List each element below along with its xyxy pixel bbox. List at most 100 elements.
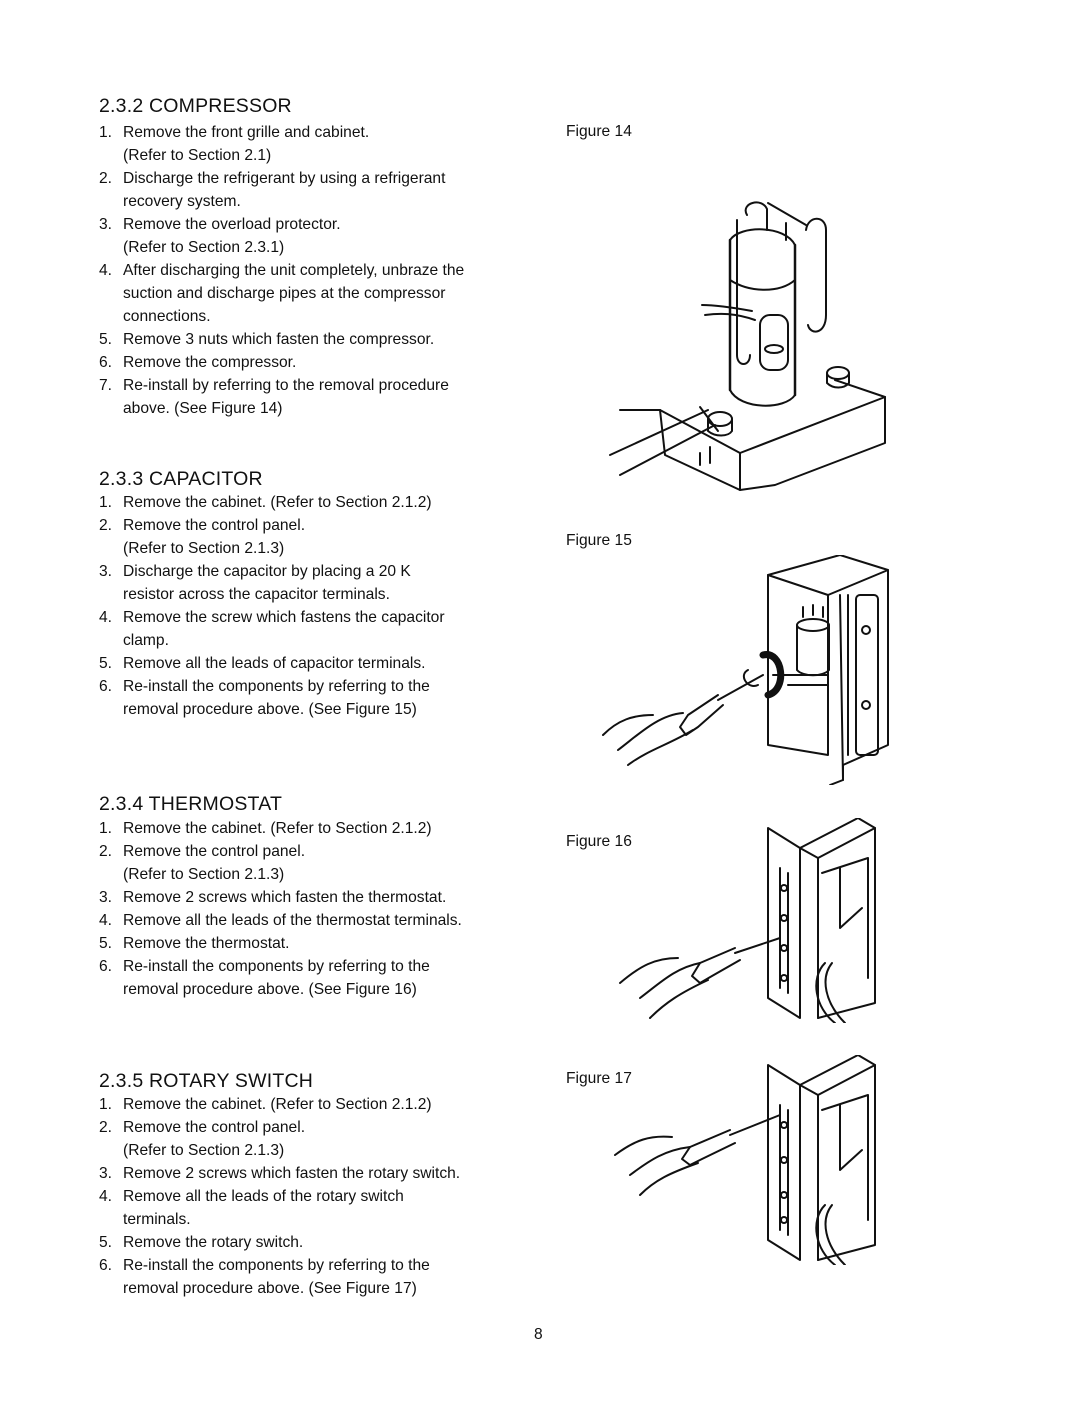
step-number: 7.: [99, 377, 113, 394]
step-text: connections.: [123, 308, 211, 325]
step-item: 3.Remove 2 screws which fasten the rotar…: [99, 1162, 529, 1185]
step-item: 5. Remove 3 nuts which fasten the compres…: [99, 328, 529, 351]
step-item: 5. Remove the thermostat.: [99, 932, 529, 955]
step-item: 6.Re-install the components by referring…: [99, 955, 529, 1001]
step-text: Remove all the leads of the rotary switc…: [123, 1188, 404, 1205]
step-text: Remove the compressor.: [123, 354, 297, 371]
step-text: After discharging the unit completely, u…: [123, 262, 465, 279]
step-text: Remove the front grille and cabinet.: [123, 124, 370, 141]
step-text: above. (See Figure 14): [123, 400, 283, 417]
capacitor-steps: 1. Remove the cabinet. (Refer to Section …: [99, 491, 529, 721]
step-item: 3. Remove the overload protector. (Refer t…: [99, 213, 529, 259]
step-text: Discharge the refrigerant by using a ref…: [123, 170, 446, 187]
step-item: 7. Re-install by referring to the removal…: [99, 374, 529, 420]
step-text: Re-install the components by referring t…: [123, 958, 430, 975]
section-title-compressor: 2.3.2 COMPRESSOR: [99, 95, 292, 117]
step-text: (Refer to Section 2.1.3): [123, 1142, 285, 1159]
step-item: 2. Remove the control panel. (Refer to Sec…: [99, 1116, 529, 1162]
step-text: resistor across the capacitor terminals.: [123, 586, 390, 603]
step-item: 4. After discharging the unit completely,…: [99, 259, 529, 328]
section-title-capacitor: 2.3.3 CAPACITOR: [99, 468, 263, 490]
step-number: 5.: [99, 331, 113, 348]
step-text: recovery system.: [123, 193, 241, 210]
step-text: Remove the control panel.: [123, 517, 306, 534]
thermostat-steps: 1. Remove the cabinet. (Refer to Section …: [99, 817, 529, 1001]
step-item: 6. Remove the compressor.: [99, 351, 529, 374]
step-text: Remove the cabinet. (Refer to Section 2.…: [123, 494, 432, 511]
step-text: Discharge the capacitor by placing a 20 …: [123, 563, 411, 580]
step-text: Remove all the leads of capacitor termin…: [123, 655, 426, 672]
step-item: 1. Remove the cabinet. (Refer to Section …: [99, 491, 529, 514]
step-number: 3.: [99, 1165, 113, 1182]
step-text: Re-install by referring to the removal p…: [123, 377, 449, 394]
figure-17-label: Figure 17: [566, 1070, 632, 1087]
step-number: 2.: [99, 170, 113, 187]
step-text: (Refer to Section 2.3.1): [123, 239, 285, 256]
step-item: 1. Remove the cabinet. (Refer to Section …: [99, 1093, 529, 1116]
step-text: removal procedure above. (See Figure 17): [123, 1280, 417, 1297]
step-number: 4.: [99, 262, 113, 279]
compressor-illustration: [609, 201, 886, 491]
step-item: 6.Re-install the components by referring…: [99, 675, 529, 721]
rotary-switch-illustration: [614, 1055, 876, 1265]
step-number: 2.: [99, 1119, 113, 1136]
figure-14-label: Figure 14: [566, 123, 632, 140]
step-item: 2. Remove the control panel. (Refer to Sec…: [99, 514, 529, 560]
step-item: 4.Remove all the leads of the thermostat…: [99, 909, 529, 932]
step-number: 1.: [99, 124, 113, 141]
step-text: (Refer to Section 2.1): [123, 147, 272, 164]
step-item: 1. Remove the cabinet. (Refer to Section …: [99, 817, 529, 840]
step-text: (Refer to Section 2.1.3): [123, 866, 285, 883]
step-text: Remove the overload protector.: [123, 216, 341, 233]
step-text: Remove 3 nuts which fasten the compresso…: [123, 331, 435, 348]
rotary-switch-steps: 1. Remove the cabinet. (Refer to Section …: [99, 1093, 529, 1300]
step-text: Re-install the components by referring t…: [123, 678, 430, 695]
step-item: 3. Discharge the capacitor by placing a 2…: [99, 560, 529, 606]
step-number: 5.: [99, 935, 113, 952]
capacitor-illustration: [602, 555, 889, 785]
step-text: Remove the cabinet. (Refer to Section 2.…: [123, 1096, 432, 1113]
step-number: 3.: [99, 216, 113, 233]
step-item: 5. Remove all the leads of capacitor term…: [99, 652, 529, 675]
step-text: terminals.: [123, 1211, 191, 1228]
step-number: 1.: [99, 820, 113, 837]
step-text: Remove 2 screws which fasten the thermos…: [123, 889, 447, 906]
step-text: Remove the thermostat.: [123, 935, 290, 952]
step-number: 5.: [99, 655, 113, 672]
step-number: 2.: [99, 843, 113, 860]
step-item: 4.Remove all the leads of the rotary swi…: [99, 1185, 529, 1231]
section-title-rotary-switch: 2.3.5 ROTARY SWITCH: [99, 1070, 314, 1092]
page-number: 8: [534, 1326, 543, 1343]
figure-15-label: Figure 15: [566, 532, 632, 549]
step-text: (Refer to Section 2.1.3): [123, 540, 285, 557]
step-number: 4.: [99, 609, 113, 626]
step-text: Remove the control panel.: [123, 843, 306, 860]
step-item: 6. Re-install the components by referring…: [99, 1254, 529, 1300]
step-text: removal procedure above. (See Figure 15): [123, 701, 417, 718]
step-number: 4.: [99, 912, 113, 929]
compressor-steps: 1. Remove the front grille and cabinet. (R…: [99, 121, 529, 420]
step-number: 1.: [99, 1096, 113, 1113]
step-item: 3. Remove 2 screws which fasten the therm…: [99, 886, 529, 909]
step-item: 5. Remove the rotary switch.: [99, 1231, 529, 1254]
step-number: 6.: [99, 354, 113, 371]
step-number: 1.: [99, 494, 113, 511]
step-number: 6.: [99, 1257, 113, 1274]
figure-16-label: Figure 16: [566, 833, 632, 850]
step-text: Remove the control panel.: [123, 1119, 306, 1136]
step-number: 3.: [99, 563, 113, 580]
step-text: clamp.: [123, 632, 169, 649]
thermostat-illustration: [619, 818, 876, 1023]
step-text: suction and discharge pipes at the compr…: [123, 285, 446, 302]
step-item: 2. Remove the control panel. (Refer to Sec…: [99, 840, 529, 886]
step-number: 3.: [99, 889, 113, 906]
step-text: Remove the screw which fastens the capac…: [123, 609, 445, 626]
step-number: 5.: [99, 1234, 113, 1251]
step-number: 2.: [99, 517, 113, 534]
step-text: Remove the rotary switch.: [123, 1234, 304, 1251]
step-item: 1. Remove the front grille and cabinet. (R…: [99, 121, 529, 167]
step-text: removal procedure above. (See Figure 16): [123, 981, 417, 998]
step-text: Remove the cabinet. (Refer to Section 2.…: [123, 820, 432, 837]
step-item: 4. Remove the screw which fastens the cap…: [99, 606, 529, 652]
step-text: Re-install the components by referring t…: [123, 1257, 430, 1274]
